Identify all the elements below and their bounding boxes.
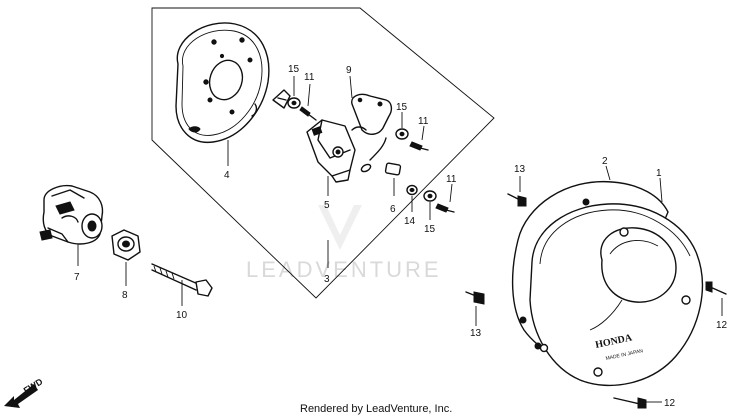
leader-lines [77,75,723,403]
bolt [151,263,213,297]
watermark-logo [318,205,362,250]
screw-13b [465,291,485,305]
callout-numbers: 4 5 3 9 15 11 15 11 6 14 15 11 7 8 10 13… [74,64,728,409]
screw-11b [409,141,429,151]
screw-12a [705,281,727,295]
point-assembly [306,119,387,183]
callout-8: 8 [122,290,128,301]
washer-15c [423,190,437,202]
base-plate [175,22,270,143]
callout-11b: 11 [418,116,429,127]
cover-gasket [511,180,669,373]
callout-13b: 13 [470,328,482,339]
base-assembly-outline [151,7,495,299]
screw-12b [613,397,647,409]
callout-5: 5 [324,200,330,211]
callout-11c: 11 [446,174,457,185]
callout-15b: 15 [396,102,408,113]
callout-10: 10 [176,310,188,321]
callout-1: 1 [656,168,662,179]
point-cover: HONDA MADE IN JAPAN [529,203,704,387]
callout-12b: 12 [664,398,676,409]
callout-7: 7 [74,272,80,283]
callout-13a: 13 [514,164,526,175]
callout-4: 4 [224,170,230,181]
contact-breaker [351,93,393,135]
screw-11c [435,203,455,213]
nut [111,229,141,261]
washer-15a [287,97,301,109]
callout-14: 14 [404,216,416,227]
felt-block [384,162,402,176]
fwd-arrow: FWD [4,376,45,408]
callout-15c: 15 [424,224,436,235]
screw-13a [507,193,527,207]
spark-advancer [39,184,104,245]
callout-15a: 15 [288,64,300,75]
callout-3: 3 [324,274,330,285]
bracket-small [272,89,291,109]
screw-11a [299,106,317,121]
washer-15b [395,128,409,140]
callout-2: 2 [602,156,608,167]
callout-9: 9 [346,65,352,76]
callout-6: 6 [390,204,396,215]
footer-credit: Rendered by LeadVenture, Inc. [300,403,452,415]
callout-12a: 12 [716,320,728,331]
washer-14 [406,184,418,196]
callout-11a: 11 [304,72,315,83]
